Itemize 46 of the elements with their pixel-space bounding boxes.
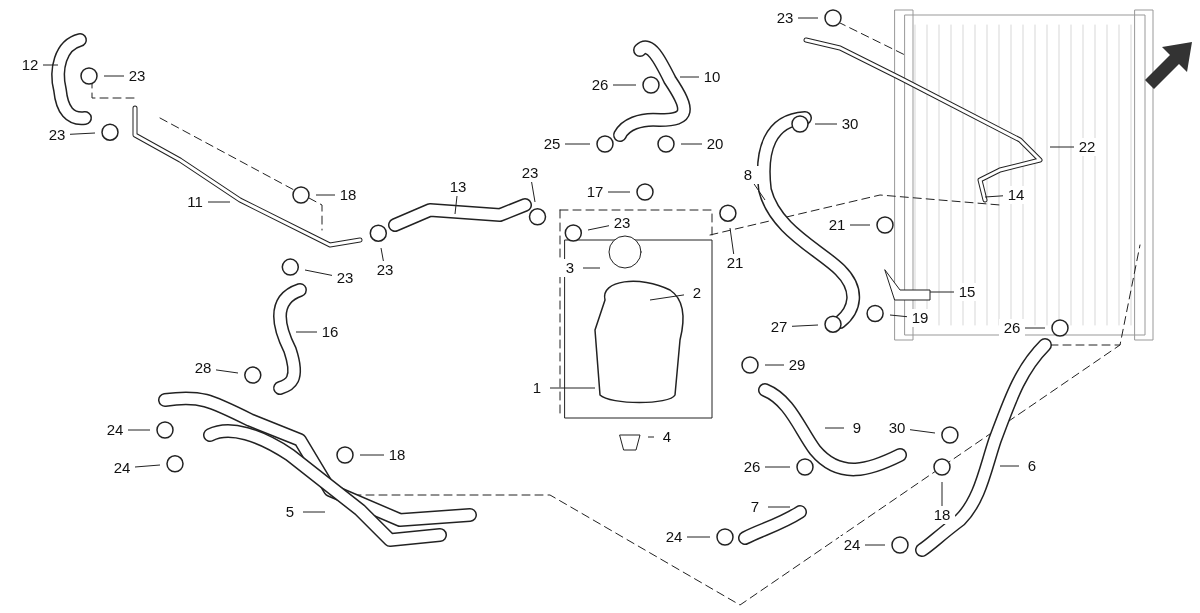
leader-line	[889, 314, 908, 318]
leader-line	[729, 227, 735, 255]
leader-line	[127, 429, 151, 431]
leader-line	[582, 267, 601, 269]
leader-line	[359, 454, 385, 456]
leader-line	[134, 464, 161, 468]
leader-line	[612, 84, 637, 86]
leader-line	[647, 436, 655, 438]
leader-line	[302, 511, 326, 513]
leader-line	[849, 224, 871, 226]
leader-line	[304, 269, 333, 276]
leader-line	[315, 194, 336, 196]
leader-line	[824, 427, 845, 429]
leader-line	[531, 181, 536, 203]
leader-line	[607, 191, 631, 193]
leader-line	[791, 324, 819, 327]
leader-line	[767, 506, 791, 508]
leader-line	[564, 143, 591, 145]
leader-line	[295, 331, 318, 333]
leader-line	[797, 17, 819, 19]
leader-line	[686, 536, 711, 538]
leader-line	[679, 76, 700, 78]
leader-line	[764, 364, 785, 366]
leader-line	[814, 123, 838, 125]
leader-line	[549, 387, 596, 389]
leader-line	[1024, 327, 1046, 329]
leader-line	[42, 64, 59, 66]
leader-line	[207, 201, 231, 203]
leader-line	[649, 294, 685, 301]
leader-line	[929, 291, 955, 293]
leader-line	[454, 195, 458, 215]
leader-line	[380, 247, 384, 262]
leader-line	[1049, 146, 1075, 148]
leader-line	[680, 143, 703, 145]
leader-line	[69, 132, 96, 135]
leader-line	[909, 429, 936, 434]
leader-line	[753, 183, 766, 201]
leader-line	[587, 225, 610, 231]
leader-line	[984, 195, 1004, 198]
leader-line	[864, 544, 886, 546]
leader-line	[941, 481, 943, 507]
leader-line	[103, 75, 125, 77]
leader-line	[999, 465, 1020, 467]
callout-number: 26	[999, 319, 1025, 337]
leader-line	[764, 466, 791, 468]
leader-line	[215, 369, 239, 374]
